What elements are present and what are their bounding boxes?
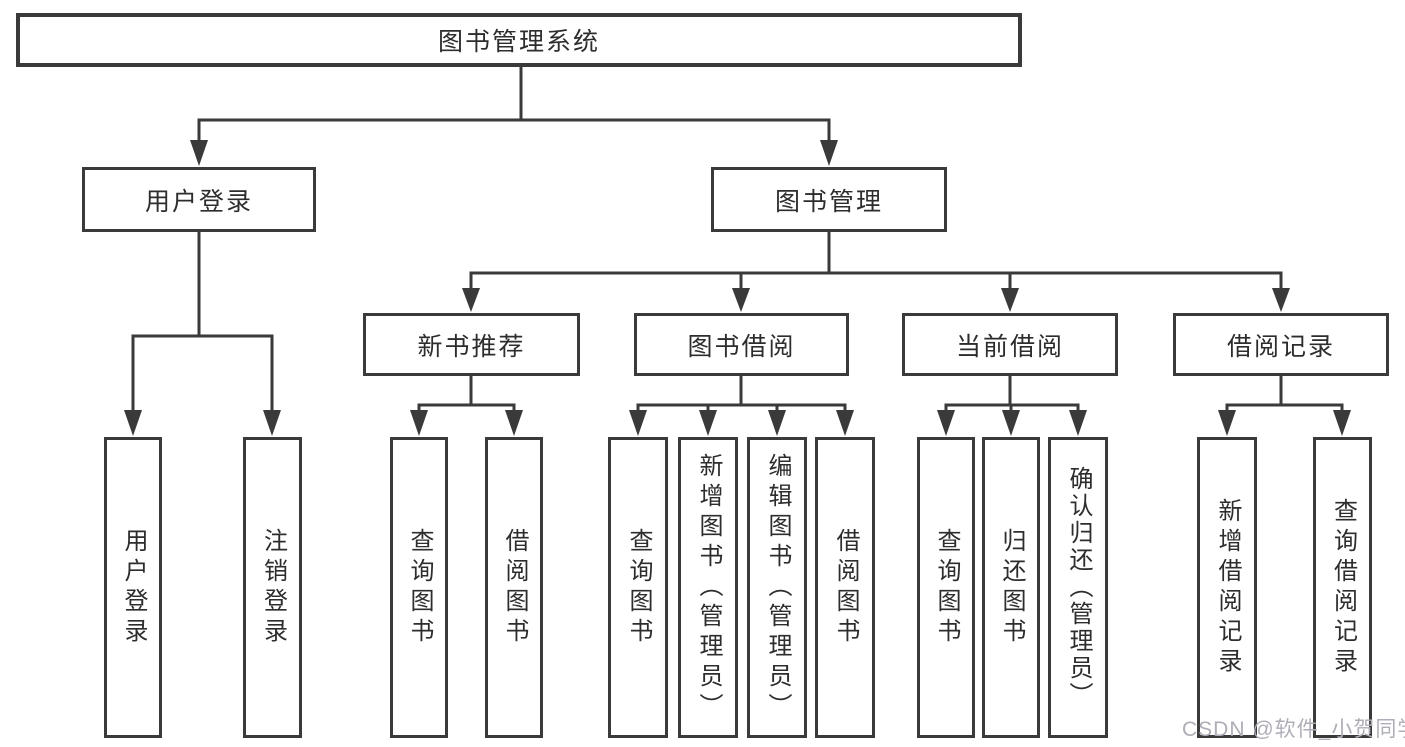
- node-label: 借阅图书: [501, 527, 528, 648]
- node-label: 图书借阅: [687, 332, 796, 361]
- connector-new-book-children: [410, 376, 523, 436]
- node-label: 用户登录: [120, 527, 147, 648]
- leaf-query-books-borrow: 查询图书: [608, 437, 668, 738]
- connector-book-borrow-children: [629, 376, 854, 436]
- node-current-borrow: 当前借阅: [902, 313, 1118, 376]
- connector-root-to-level2: [190, 66, 838, 166]
- node-root-system: 图书管理系统: [16, 13, 1022, 67]
- node-label: 查询图书: [406, 527, 433, 648]
- node-label: 新书推荐: [417, 332, 526, 361]
- node-label: 归还图书: [998, 527, 1025, 648]
- connector-borrow-record-children: [1218, 376, 1351, 436]
- leaf-user-login: 用户登录: [104, 437, 162, 738]
- node-label: 新增借阅记录: [1214, 497, 1241, 678]
- node-book-management: 图书管理: [711, 167, 947, 232]
- node-label: 注销登录: [259, 527, 287, 648]
- node-label: 确认归还（管理员）: [1065, 466, 1092, 709]
- connector-user-login-children: [124, 232, 281, 436]
- node-book-borrow: 图书借阅: [634, 313, 849, 376]
- connector-current-borrow-children: [937, 376, 1087, 436]
- node-label: 图书管理系统: [437, 28, 600, 56]
- node-new-book-recommend: 新书推荐: [363, 313, 580, 376]
- csdn-watermark: CSDN @软件_小贺同学: [1182, 718, 1405, 741]
- leaf-query-books-current: 查询图书: [917, 437, 975, 738]
- node-label: 编辑图书（管理员）: [764, 452, 791, 723]
- leaf-query-borrow-record: 查询借阅记录: [1313, 437, 1372, 738]
- leaf-add-borrow-record: 新增借阅记录: [1197, 437, 1257, 738]
- node-label: 用户登录: [144, 187, 253, 216]
- leaf-edit-books-admin: 编辑图书（管理员）: [747, 437, 807, 738]
- leaf-return-books: 归还图书: [982, 437, 1040, 738]
- node-label: 查询图书: [625, 527, 652, 648]
- leaf-add-books-admin: 新增图书（管理员）: [678, 437, 738, 738]
- node-label: 新增图书（管理员）: [695, 452, 722, 723]
- node-label: 借阅图书: [832, 527, 859, 648]
- node-label: 借阅记录: [1226, 332, 1335, 361]
- node-label: 查询借阅记录: [1329, 497, 1357, 678]
- node-label: 图书管理: [774, 187, 883, 216]
- node-label: 查询图书: [933, 527, 960, 648]
- leaf-query-books-recommend: 查询图书: [390, 437, 448, 738]
- node-label: 当前借阅: [955, 332, 1064, 361]
- leaf-logout: 注销登录: [243, 437, 302, 738]
- leaf-borrow-books: 借阅图书: [815, 437, 875, 738]
- node-borrow-records: 借阅记录: [1173, 313, 1389, 376]
- connector-book-management-children: [462, 232, 1290, 312]
- leaf-borrow-books-recommend: 借阅图书: [485, 437, 543, 738]
- node-user-login: 用户登录: [82, 167, 316, 232]
- leaf-confirm-return-admin: 确认归还（管理员）: [1048, 437, 1108, 738]
